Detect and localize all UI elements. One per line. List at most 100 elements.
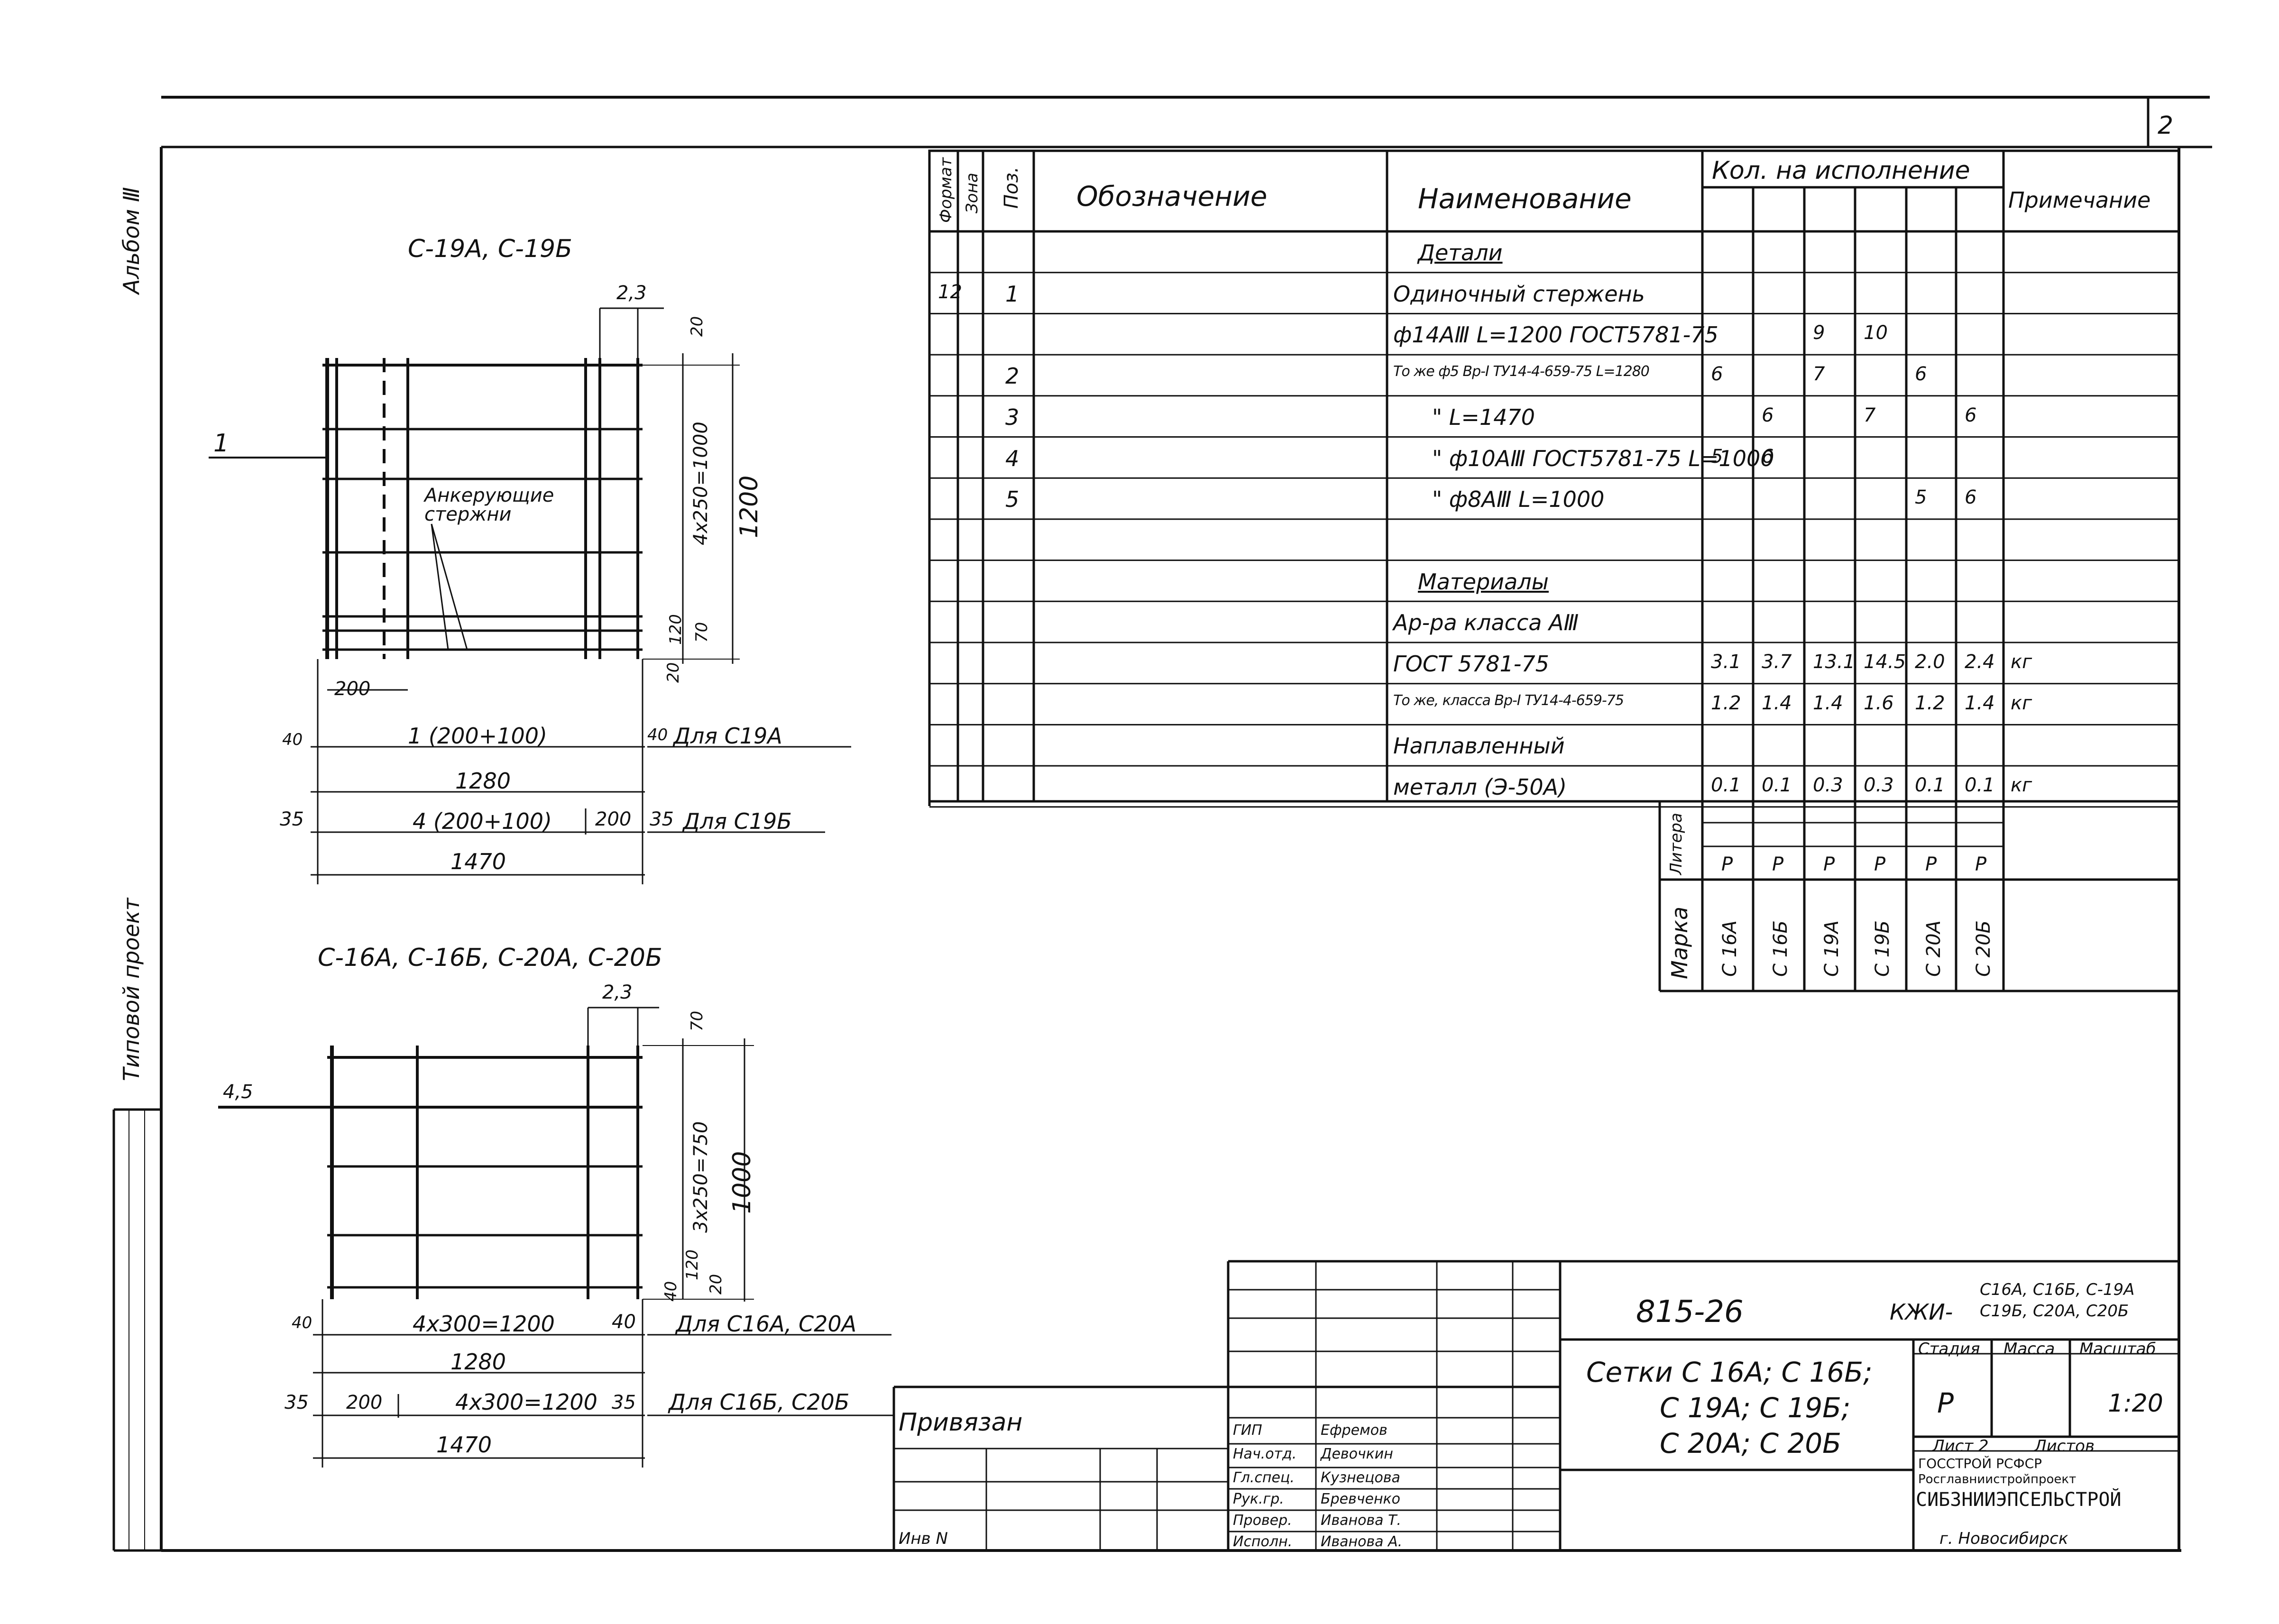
spec-qty-cell: 13.1 <box>1813 651 1856 673</box>
litera-cell: Р <box>1772 853 1784 875</box>
signer-role: Гл.спец. <box>1233 1469 1295 1486</box>
mark-cell: С 20А <box>1923 920 1945 977</box>
dim-label: 35 <box>650 808 674 830</box>
signer-name: Кузнецова <box>1321 1469 1400 1486</box>
doc-code-line1: С16А, С16Б, С-19А <box>1980 1280 2135 1299</box>
spec-qty-cell: 5 <box>1915 486 1927 509</box>
dim-label: 70 <box>688 1010 707 1031</box>
spec-qty-cell: 2.0 <box>1915 651 1945 673</box>
spec-qty-cell: 6 <box>1965 486 1977 509</box>
spec-qty-cell: 6 <box>1762 404 1774 426</box>
mark-cell: С 16Б <box>1770 920 1792 977</box>
album-label: Альбом Ⅲ <box>119 187 144 294</box>
spec-qty-cell: 0.3 <box>1864 774 1894 797</box>
org-line2: Росглавниистройпроект <box>1918 1472 2077 1486</box>
dim-label: 20 <box>688 316 707 337</box>
spec-qty-cell: 6 <box>1762 445 1774 468</box>
spec-qty-cell: 3.1 <box>1711 651 1741 673</box>
spec-qty-cell: 6 <box>1965 404 1977 426</box>
dim-label: 20 <box>664 662 683 683</box>
litera-label: Литера <box>1667 813 1686 875</box>
spec-qty-cell: 1.6 <box>1864 692 1894 714</box>
doc-title-line3: С 20А; С 20Б <box>1660 1427 1841 1459</box>
bottom-drawing-title: С-16А, С-16Б, С-20А, С-20Б <box>318 944 662 972</box>
marka-label: Марка <box>1667 906 1692 979</box>
mark-cell: С 16А <box>1719 920 1741 977</box>
spec-name-cell: Ар-ра класса АⅢ <box>1393 610 1579 636</box>
inv-label: Инв N <box>899 1529 948 1548</box>
dim-label: 35 <box>280 808 304 830</box>
mass-label: Масса <box>2003 1340 2055 1358</box>
note-label: Для С16А, С20А <box>676 1311 857 1337</box>
dim-label: 3x250=750 <box>690 1121 712 1233</box>
dim-label: 1280 <box>455 768 511 794</box>
spec-name-cell: То же ф5 Вр-Ⅰ ТУ14-4-659-75 L=1280 <box>1393 363 1650 380</box>
dim-label: 70 <box>692 622 711 642</box>
spec-pos-cell: 5 <box>1005 486 1020 513</box>
dim-label: 35 <box>612 1392 636 1413</box>
spec-name-cell: То же, класса Вр-Ⅰ ТУ14-4-659-75 <box>1393 692 1624 709</box>
dim-label: 40 <box>292 1313 312 1332</box>
dim-label: 1000 <box>728 1151 756 1214</box>
privyazan-label: Привязан <box>899 1408 1023 1437</box>
project-label: Типовой проект <box>119 898 144 1081</box>
spec-note-cell: кг <box>2011 692 2032 714</box>
spec-qty-cell: 5 <box>1711 445 1723 468</box>
spec-qty-cell: 0.1 <box>1762 774 1792 797</box>
spec-note-cell: кг <box>2011 651 2032 673</box>
dim-label: 1470 <box>450 849 506 874</box>
spec-qty-cell: 0.1 <box>1711 774 1741 797</box>
spec-name-cell: Наплавленный <box>1393 733 1565 759</box>
stage-value: Р <box>1937 1387 1954 1419</box>
dim-label: 1 (200+100) <box>408 723 547 749</box>
dim-label: 2,3 <box>616 282 647 304</box>
dim-label: 200 <box>595 808 632 830</box>
doc-code-line2: С19Б, С20А, С20Б <box>1980 1302 2129 1321</box>
spec-name-cell: " ф8АⅢ L=1000 <box>1432 486 1605 513</box>
spec-qty-cell: 0.3 <box>1813 774 1843 797</box>
signer-role: ГИП <box>1233 1422 1262 1439</box>
spec-name-cell: " L=1470 <box>1432 404 1535 430</box>
litera-cell: Р <box>1721 853 1733 875</box>
signer-name: Ефремов <box>1321 1422 1388 1439</box>
spec-qty-cell: 6 <box>1711 363 1723 385</box>
signer-name: Иванова Т. <box>1321 1512 1401 1529</box>
dim-label: 4x300=1200 <box>413 1311 555 1337</box>
dim-label: 2,3 <box>602 982 633 1003</box>
dim-label: 120 <box>666 614 685 645</box>
note-label: Для С19А <box>673 723 782 749</box>
spec-pos-cell: 3 <box>1005 404 1020 430</box>
spec-qty-cell: 3.7 <box>1762 651 1792 673</box>
spec-qty-cell: 1.4 <box>1762 692 1792 714</box>
dim-label: 35 <box>285 1392 309 1413</box>
dim-label: 4 (200+100) <box>413 808 552 834</box>
spec-header-name: Наименование <box>1418 183 1632 215</box>
sheet-no-label: Лист 2 <box>1932 1437 1989 1456</box>
spec-qty-cell: 2.4 <box>1965 651 1995 673</box>
dim-label: 4x300=1200 <box>455 1389 597 1415</box>
dim-label: 40 <box>647 725 668 744</box>
scale-label: Масштаб <box>2079 1340 2156 1358</box>
dim-label: 200 <box>346 1392 383 1413</box>
dim-label: 40 <box>612 1311 636 1333</box>
spec-qty-cell: 14.5 <box>1864 651 1906 673</box>
scale-value: 1:20 <box>2108 1389 2163 1418</box>
spec-name-cell: ф14АⅢ L=1200 ГОСТ5781-75 <box>1393 322 1718 348</box>
dim-label: 4x250=1000 <box>690 422 712 545</box>
dim-label: 40 <box>282 730 303 749</box>
spec-header-format: Формат <box>937 157 956 223</box>
sheets-label: Листов <box>2034 1437 2095 1456</box>
signer-role: Провер. <box>1233 1512 1292 1529</box>
spec-qty-cell: 6 <box>1915 363 1927 385</box>
spec-name-cell: Материалы <box>1418 569 1549 595</box>
doc-title-line2: С 19А; С 19Б; <box>1660 1392 1851 1424</box>
anchor-bars-label: Анкерующие стержни <box>424 485 554 525</box>
spec-qty-cell: 10 <box>1864 322 1888 344</box>
spec-qty-cell: 0.1 <box>1965 774 1995 797</box>
spec-qty-cell: 0.1 <box>1915 774 1945 797</box>
mark-cell: С 19Б <box>1872 920 1893 977</box>
dim-label: 200 <box>334 678 371 700</box>
spec-pos-cell: 4 <box>1005 445 1020 471</box>
dim-label: 1470 <box>436 1432 492 1458</box>
spec-header-designation: Обозначение <box>1076 180 1268 212</box>
